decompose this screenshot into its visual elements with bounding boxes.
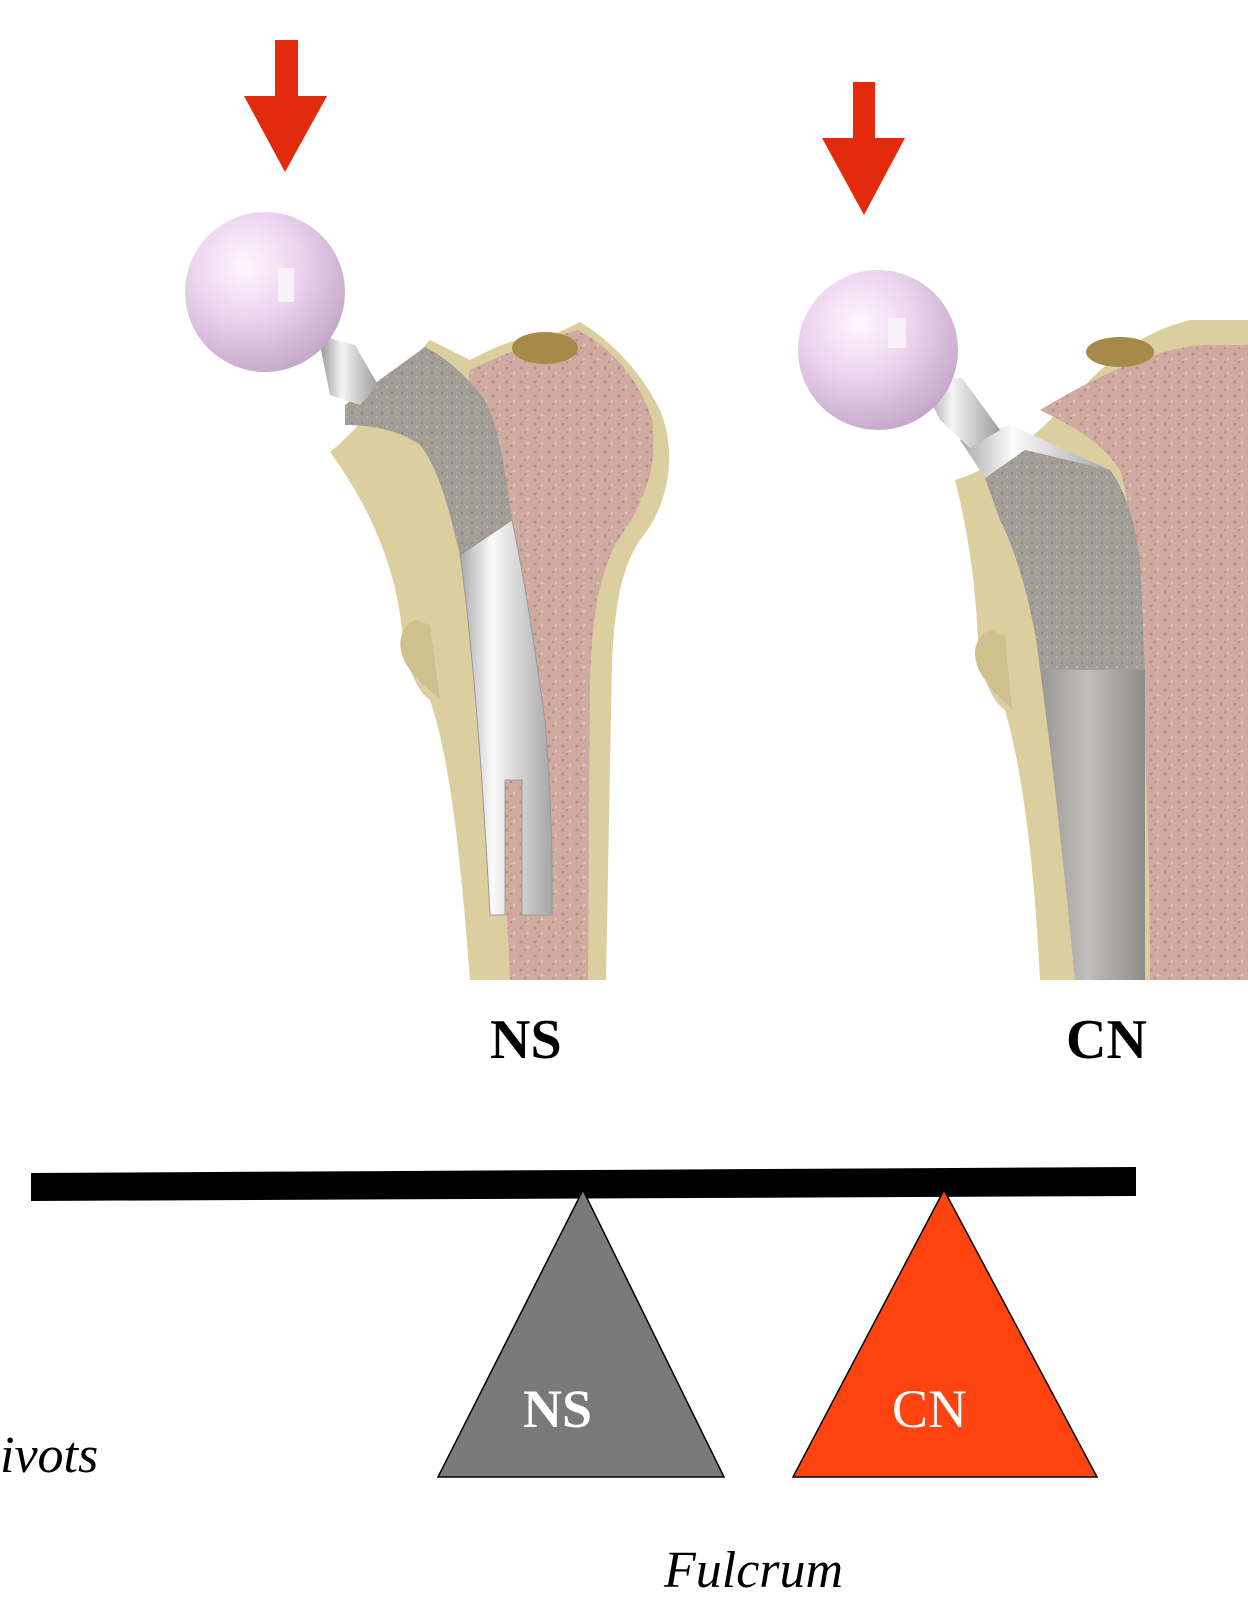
femoral-head-ball [185, 212, 345, 372]
ball-highlight [278, 268, 294, 302]
load-arrow-icon [822, 82, 905, 215]
load-arrow-icon [244, 40, 327, 172]
cn-implant [798, 82, 1248, 980]
stem-neck [318, 335, 378, 405]
femur-canal-top [512, 332, 578, 364]
femur-canal-top [1086, 337, 1154, 367]
ball-highlight [888, 318, 906, 348]
ns-implant-label: NS [490, 1008, 562, 1072]
ns-implant [185, 40, 669, 980]
cn-implant-label: CN [1066, 1008, 1147, 1072]
fulcrum-cn-label: CN [892, 1378, 967, 1440]
fulcrum-caption: Fulcrum [664, 1541, 843, 1600]
fulcrum-ns-label: NS [523, 1378, 592, 1440]
pivots-caption: ivots [0, 1426, 98, 1485]
femoral-head-ball [798, 270, 958, 430]
